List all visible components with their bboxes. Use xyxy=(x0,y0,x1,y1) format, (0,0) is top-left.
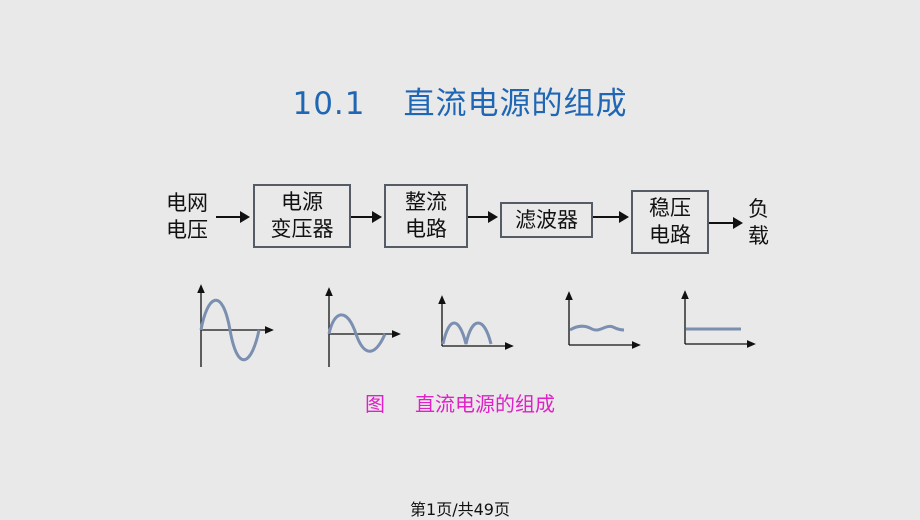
arrow-1 xyxy=(351,211,382,223)
waveform-ac-input xyxy=(197,284,274,367)
page-counter: 第1页/共49页 xyxy=(410,500,510,519)
input-label: 电网 电压 xyxy=(166,191,208,242)
section-number: 10.1 xyxy=(292,86,366,122)
figure-caption: 图 直流电源的组成 xyxy=(0,388,920,417)
arrow-3 xyxy=(593,211,629,223)
output-label: 负 载 xyxy=(748,197,769,248)
waveform-ac-reduced xyxy=(325,287,401,367)
section-title: 直流电源的组成 xyxy=(403,86,628,122)
waveform-regulated-dc xyxy=(681,290,756,348)
stage-regulator: 稳压 电路 xyxy=(631,190,709,254)
stage-transformer: 电源 变压器 xyxy=(253,184,351,248)
arrow-input xyxy=(216,211,250,223)
arrow-output xyxy=(709,217,743,229)
arrow-2 xyxy=(468,211,498,223)
page-title: 10.1 直流电源的组成 xyxy=(0,78,920,123)
stage-filter: 滤波器 xyxy=(500,202,593,238)
waveform-filtered-ripple xyxy=(565,291,641,349)
stage-rectifier: 整流 电路 xyxy=(384,184,468,248)
figure-caption-text: 直流电源的组成 xyxy=(415,392,555,416)
waveform-full-wave-rectified xyxy=(438,295,514,350)
figure-label: 图 xyxy=(365,392,385,416)
